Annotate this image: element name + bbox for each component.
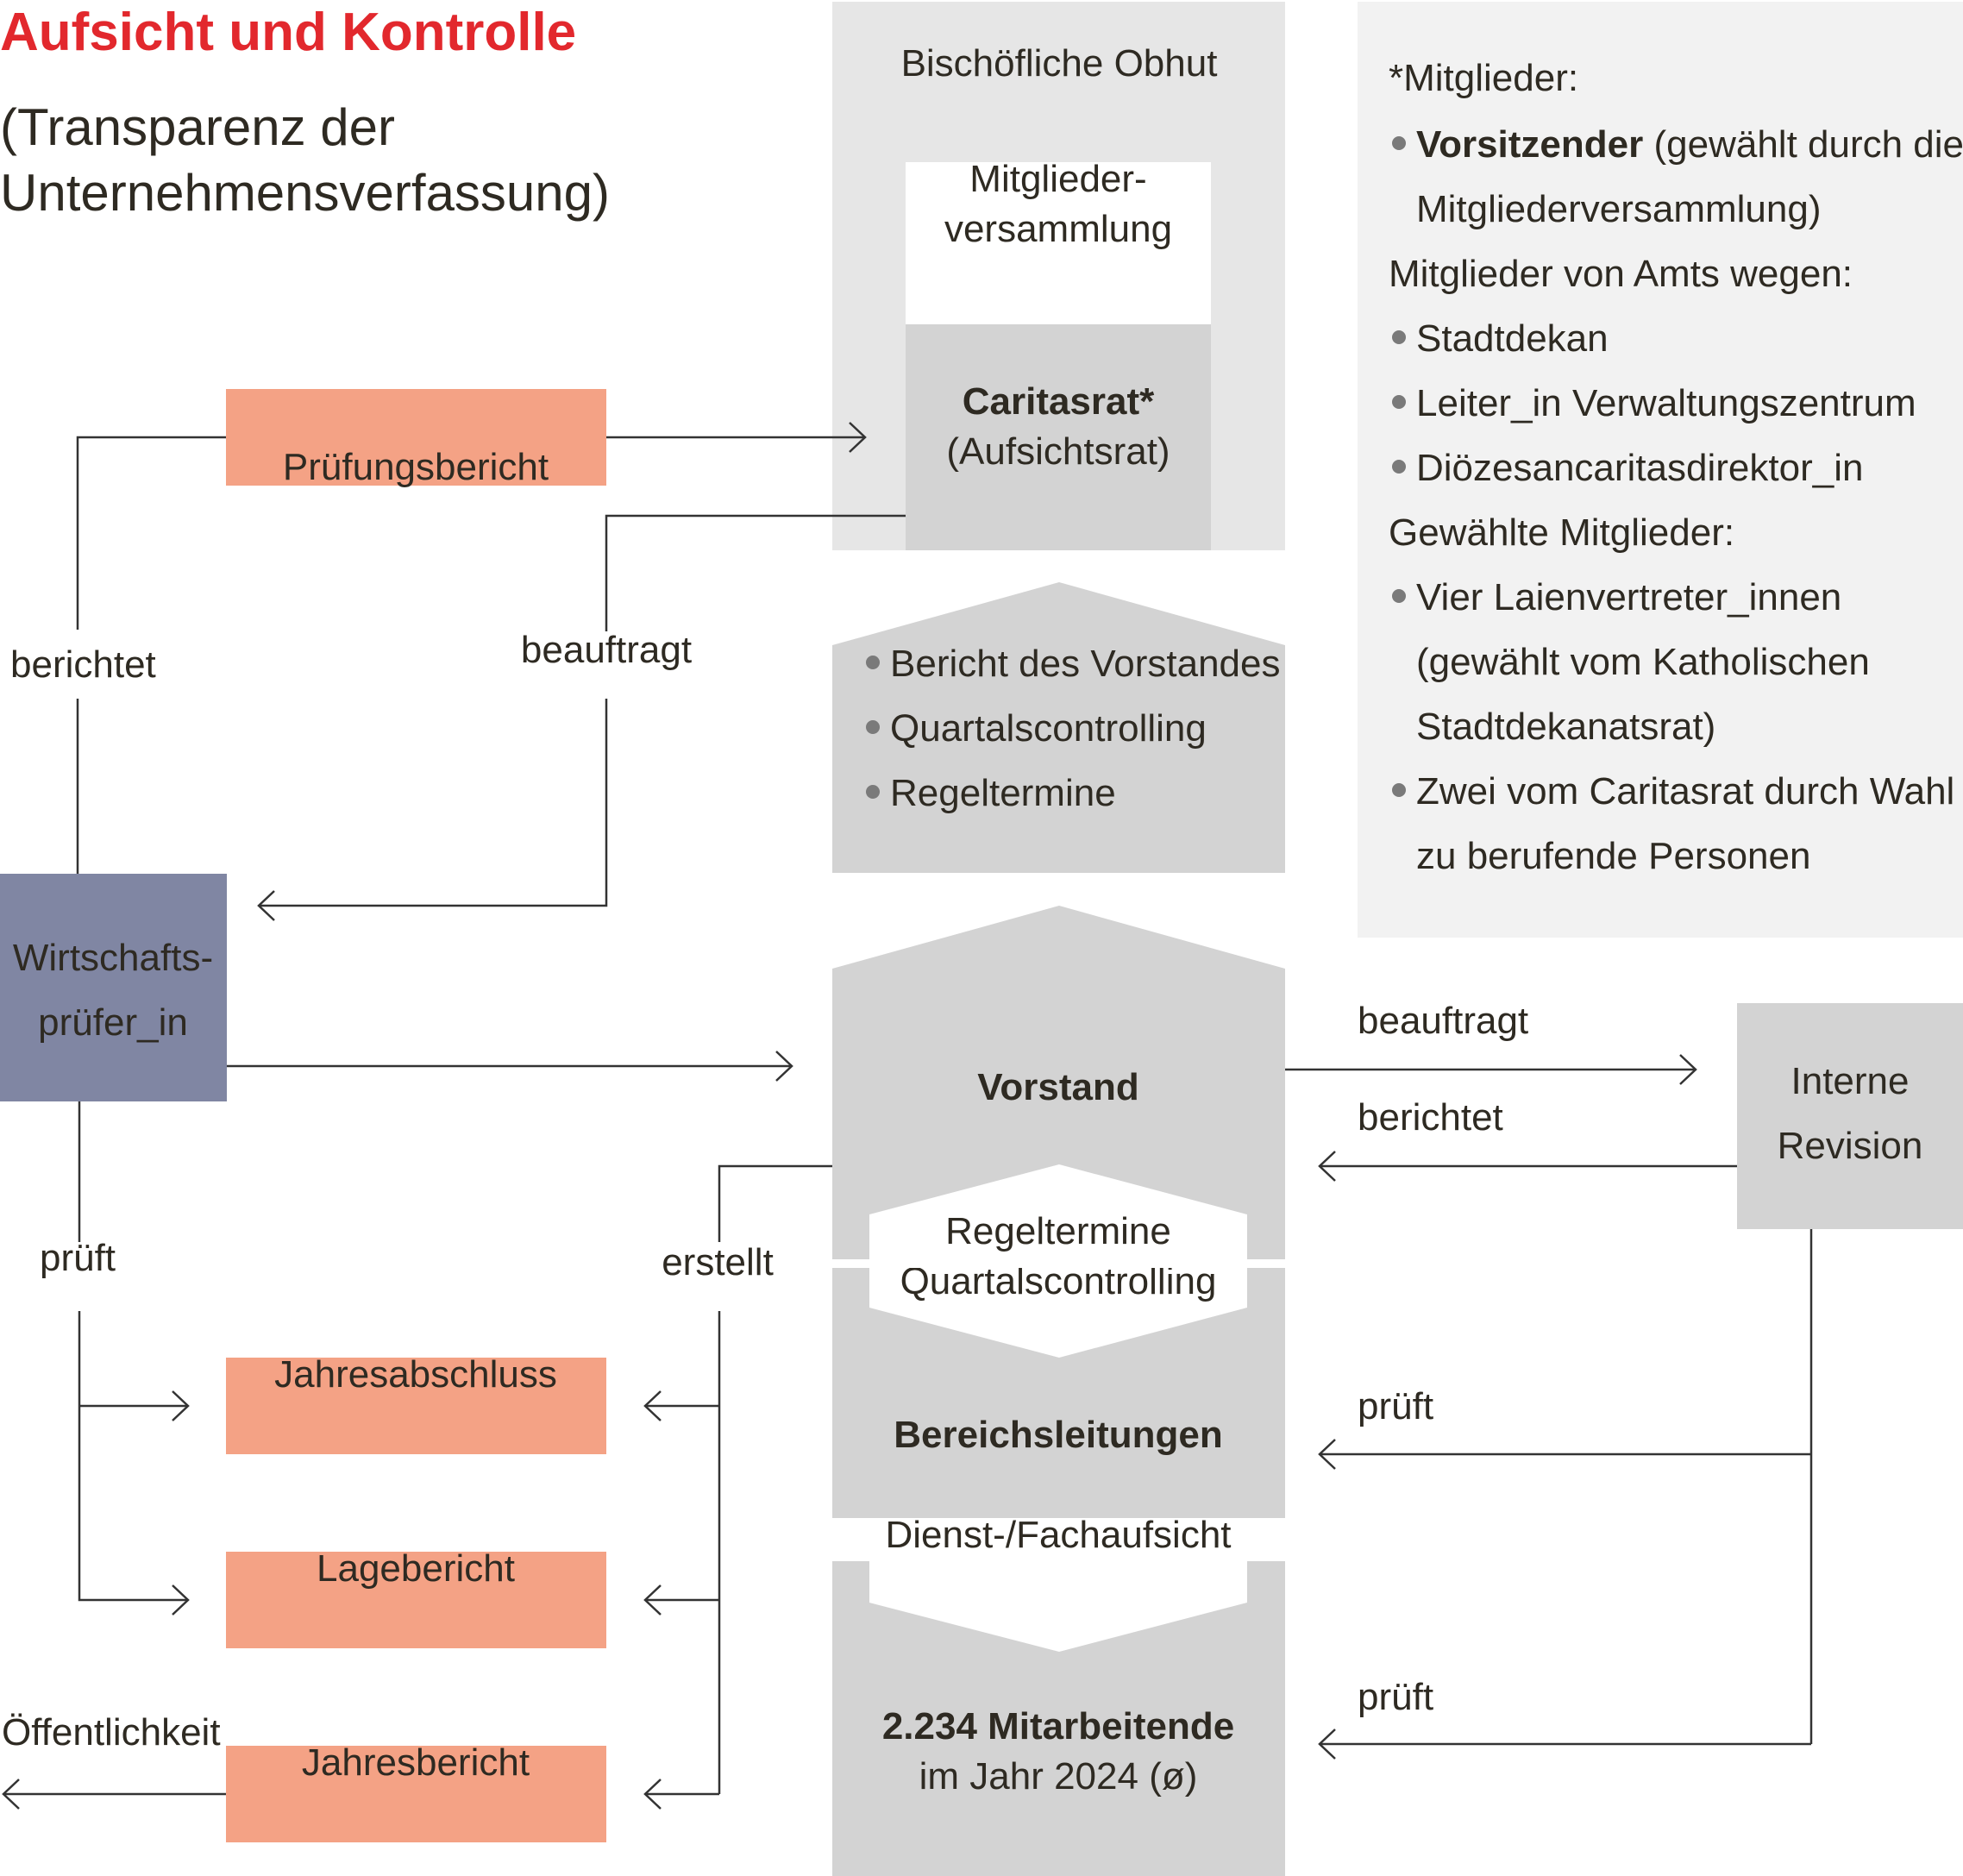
elected-member-2-line-1: Zwei vom Caritasrat durch Wahl xyxy=(1416,770,1954,813)
label-prueft-ir-2: prüft xyxy=(1358,1676,1433,1718)
elected-member-1-line-3: Stadtdekanatsrat) xyxy=(1416,706,1715,748)
members-panel xyxy=(1358,2,1963,938)
subtitle-line-2: Unternehmensverfassung) xyxy=(0,164,610,222)
arrow-head-icon xyxy=(643,1390,662,1421)
elected-member-1-line-2: (gewählt vom Katholischen xyxy=(1416,641,1870,683)
bullet-icon xyxy=(1392,460,1406,474)
bullet-icon xyxy=(1392,395,1406,409)
report-item-2: Quartalscontrolling xyxy=(890,707,1207,750)
line-beauftragt-upper xyxy=(605,514,906,631)
bullet-icon xyxy=(866,656,880,669)
caritasrat-label: Caritasrat* xyxy=(963,380,1155,423)
lagebericht-label: Lagebericht xyxy=(317,1547,515,1590)
bereichsleitungen-label: Bereichsleitungen xyxy=(894,1414,1222,1456)
bischoefliche-obhut-label: Bischöfliche Obhut xyxy=(901,42,1218,85)
interne-revision-box xyxy=(1737,1003,1963,1229)
separator-line xyxy=(832,1259,1285,1268)
arrow-head-icon xyxy=(1679,1054,1697,1085)
members-chair-rest-text: (gewählt durch die xyxy=(1653,123,1963,166)
ex-officio-member-2: Leiter_in Verwaltungszentrum xyxy=(1416,382,1916,424)
jahresbericht-box xyxy=(226,1746,606,1842)
report-item-3: Regeltermine xyxy=(890,772,1116,814)
members-chair-bold: Vorsitzender xyxy=(1416,123,1643,166)
line-beauftragt-lower xyxy=(259,699,608,907)
connectors xyxy=(2,422,1813,1810)
arrow-head-icon xyxy=(172,1584,190,1616)
vorstand-reports-shape xyxy=(832,582,1285,873)
elected-member-2-line-2: zu berufende Personen xyxy=(1416,835,1810,877)
separator-line xyxy=(832,1553,1285,1561)
mitarbeitende-count: 2.234 Mitarbeitende xyxy=(882,1705,1234,1747)
mitgliederversammlung-box xyxy=(906,162,1211,324)
aufsichtsrat-label: (Aufsichtsrat) xyxy=(946,430,1170,473)
wirtschaftspruefer-box xyxy=(0,874,227,1101)
arrow-head-icon xyxy=(643,1584,662,1616)
interne-revision-line-1: Interne xyxy=(1791,1060,1910,1102)
regeltermine-label: Regeltermine xyxy=(945,1210,1171,1252)
arrow-head-icon xyxy=(643,1779,662,1810)
label-beauftragt: beauftragt xyxy=(521,629,692,671)
line-prueft-lower xyxy=(78,1311,188,1602)
elected-heading: Gewählte Mitglieder: xyxy=(1389,511,1734,554)
members-heading: *Mitglieder: xyxy=(1389,57,1578,99)
label-berichtet: berichtet xyxy=(10,643,156,686)
members-chair: Vorsitzender (gewählt durch die xyxy=(1416,123,1963,166)
mitgliederversammlung-line-1: Mitglieder- xyxy=(969,158,1146,200)
arrow-head-icon xyxy=(1318,1151,1336,1182)
page-title: Aufsicht und Kontrolle xyxy=(0,3,576,62)
arrow-head-icon xyxy=(849,422,867,453)
lagebericht-box xyxy=(226,1552,606,1648)
label-berichtet-ir: berichtet xyxy=(1358,1096,1503,1139)
aufsicht-label: Dienst-/Fachaufsicht xyxy=(885,1514,1231,1556)
ex-officio-member-3: Diözesancaritasdirektor_in xyxy=(1416,447,1863,489)
arrow-head-icon xyxy=(257,890,275,921)
label-beauftragt-ir: beauftragt xyxy=(1358,1000,1528,1042)
bereichsleitungen-shape xyxy=(832,1268,1285,1518)
bullet-icon xyxy=(1392,136,1406,150)
bullet-icon xyxy=(1392,589,1406,603)
line-erstellt-upper xyxy=(718,1164,832,1242)
label-oeffentlichkeit: Öffentlichkeit xyxy=(2,1711,221,1754)
label-erstellt: erstellt xyxy=(662,1241,774,1283)
ex-officio-member-1: Stadtdekan xyxy=(1416,317,1609,360)
jahresbericht-label: Jahresbericht xyxy=(302,1741,530,1784)
bullet-icon xyxy=(1392,783,1406,797)
label-prueft-ir-1: prüft xyxy=(1358,1385,1433,1427)
arrow-head-icon xyxy=(2,1779,20,1810)
vorstand-shape xyxy=(832,906,1285,1259)
arrow-head-icon xyxy=(1318,1729,1336,1760)
members-chair-rest xyxy=(1643,123,1653,166)
caritasrat-box xyxy=(906,324,1211,550)
bullet-icon xyxy=(1392,330,1406,344)
aufsicht-chevron xyxy=(869,1518,1247,1652)
mitgliederversammlung-line-2: versammlung xyxy=(944,208,1172,250)
pruefungsbericht-box xyxy=(226,389,606,486)
arrow-head-icon xyxy=(775,1051,793,1082)
jahresabschluss-label: Jahresabschluss xyxy=(274,1353,557,1396)
report-item-1: Bericht des Vorstandes xyxy=(890,643,1280,685)
arrow-head-icon xyxy=(1318,1439,1336,1470)
subtitle-line-1: (Transparenz der xyxy=(0,98,395,156)
pruefungsbericht-label: Prüfungsbericht xyxy=(283,446,549,488)
jahresabschluss-box xyxy=(226,1358,606,1454)
bullet-icon xyxy=(866,785,880,799)
label-prueft: prüft xyxy=(40,1237,116,1279)
vorstand-label: Vorstand xyxy=(977,1066,1138,1108)
mitarbeitende-period: im Jahr 2024 (ø) xyxy=(919,1755,1198,1798)
interne-revision-line-2: Revision xyxy=(1778,1125,1923,1167)
wirtschaftspruefer-line-2: prüfer_in xyxy=(38,1001,188,1044)
line-berichtet-upper xyxy=(76,436,226,630)
elected-member-1-line-1: Vier Laienvertreter_innen xyxy=(1416,576,1841,618)
bullet-icon xyxy=(866,720,880,734)
wirtschaftspruefer-line-1: Wirtschafts- xyxy=(13,937,213,979)
arrow-head-icon xyxy=(172,1390,190,1421)
members-chair-line-2: Mitgliederversammlung) xyxy=(1416,188,1821,230)
ex-officio-heading: Mitglieder von Amts wegen: xyxy=(1389,253,1853,295)
